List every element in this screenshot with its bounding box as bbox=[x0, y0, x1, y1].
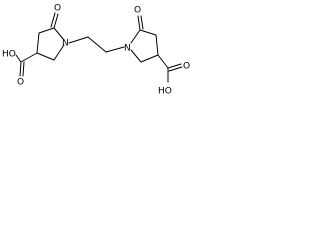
bond-c2-c3 bbox=[139, 29, 157, 36]
bond-c2-o-carbonyl-b bbox=[140, 15, 144, 30]
bond-n2-c2 bbox=[130, 29, 141, 44]
bond-acid-carbon-o-double-b bbox=[22, 61, 25, 77]
ethylene-linker bbox=[68, 36, 125, 53]
atom-labels: O N HO O O N O HO bbox=[2, 4, 190, 97]
left-acid-oxygen-label: O bbox=[17, 78, 24, 88]
right-acid-hydroxyl-label: HO bbox=[158, 87, 172, 97]
right-ring-nitrogen-label: N bbox=[124, 44, 131, 54]
bond-acid-carbon-oh bbox=[15, 54, 22, 63]
bond-acid-carbon-o-double-a bbox=[167, 63, 182, 69]
bond-acid-carbon-o-double-b bbox=[168, 66, 183, 72]
structure-diagram: O N HO O O N O HO bbox=[2, 4, 190, 97]
bond-ch2-n2 bbox=[105, 46, 125, 53]
bond-acid-carbon-o-double-a bbox=[19, 61, 22, 77]
bond-n1-ch2 bbox=[68, 36, 89, 44]
left-pyrrolidinone-ring bbox=[15, 12, 65, 77]
bond-c5-n1 bbox=[53, 44, 65, 61]
bond-n1-c2 bbox=[53, 27, 65, 41]
bond-c4-acid-carbon bbox=[20, 52, 38, 63]
left-ring-nitrogen-label: N bbox=[62, 39, 69, 49]
bond-c3-c4 bbox=[36, 32, 40, 54]
bond-ch2-ch2 bbox=[87, 36, 107, 53]
bond-c4-c5 bbox=[36, 52, 55, 61]
bond-c3-c4 bbox=[155, 34, 159, 56]
left-acid-hydroxyl-label: HO bbox=[2, 50, 16, 60]
bond-c2-c3 bbox=[38, 27, 55, 34]
bond-c4-acid-carbon bbox=[157, 54, 169, 69]
right-pyrrolidinone-ring bbox=[130, 15, 183, 83]
bond-c2-o-carbonyl-b bbox=[50, 12, 56, 28]
bond-c4-c5 bbox=[140, 54, 159, 63]
left-carbonyl-oxygen-label: O bbox=[54, 4, 61, 14]
bond-c5-n2 bbox=[130, 49, 142, 63]
right-carbonyl-oxygen-label: O bbox=[134, 6, 141, 16]
bond-c2-o-carbonyl-a bbox=[137, 15, 141, 31]
right-acid-oxygen-label: O bbox=[183, 62, 190, 72]
bond-c2-o-carbonyl-a bbox=[53, 13, 59, 29]
